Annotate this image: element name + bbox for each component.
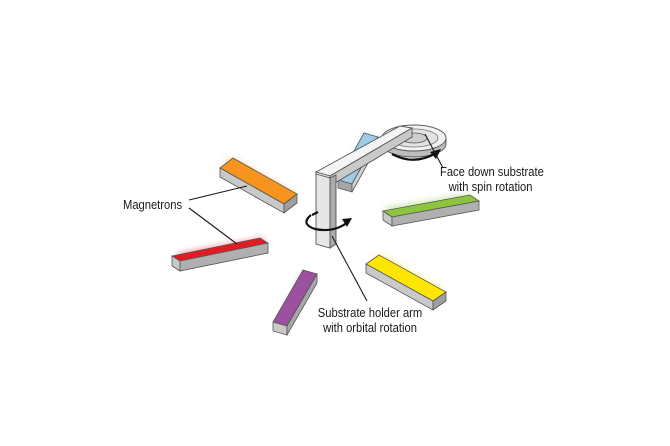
- orbital-arrow-tail: [311, 211, 319, 216]
- label-magnetrons: Magnetrons: [123, 197, 182, 212]
- magnetron-red-side: [179, 242, 269, 272]
- magnetron-red: [170, 237, 270, 272]
- label-face-down-line1: Face down substrate: [440, 164, 544, 179]
- magnetron-yellow: [365, 254, 447, 311]
- magnetron-yellow-end: [432, 291, 447, 311]
- magnetron-purple: [272, 269, 318, 337]
- magnetron-green: [381, 194, 481, 227]
- leader-holder-arm: [331, 235, 368, 302]
- leader-magnetrons-red: [188, 207, 238, 245]
- label-holder-line1: Substrate holder arm: [317, 305, 423, 320]
- spin-rotation-arrow: [391, 152, 437, 161]
- leader-magnetrons-orange: [188, 185, 248, 201]
- label-substrate-holder-arm: Substrate holder arm with orbital rotati…: [310, 305, 430, 335]
- magnetron-orange-end: [283, 193, 298, 214]
- magnetron-purple-side: [286, 272, 318, 337]
- label-face-down-line2: with spin rotation: [448, 179, 533, 194]
- label-holder-line2: with orbital rotation: [323, 320, 417, 335]
- arm-vertical-front: [315, 173, 331, 249]
- orbital-rotation-arrow: [305, 214, 349, 232]
- label-magnetrons-text: Magnetrons: [123, 197, 183, 212]
- magnetron-green-side: [391, 200, 480, 227]
- leader-lines: [188, 133, 444, 302]
- substrate-holder-arm: [305, 125, 414, 249]
- label-face-down-substrate: Face down substrate with spin rotation: [440, 164, 544, 194]
- magnetron-orange: [219, 157, 298, 214]
- orbital-arrow-head-icon: [342, 218, 352, 227]
- leader-face-down: [424, 133, 444, 169]
